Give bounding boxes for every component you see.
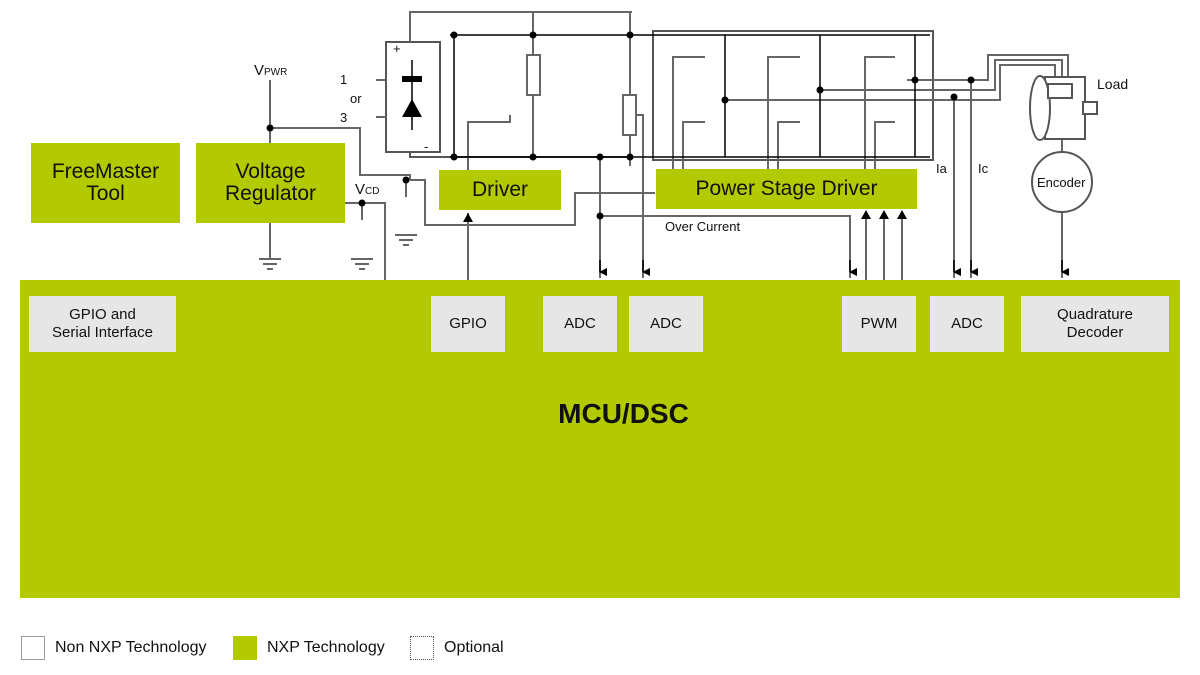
minus-label: -: [424, 139, 429, 154]
vcd-sub: CD: [365, 186, 380, 197]
ia-label: Ia: [936, 161, 947, 176]
vcd-label: VCD: [355, 181, 379, 198]
driver-block: Driver: [439, 170, 561, 210]
plus-label: +: [393, 41, 401, 56]
peripheral-quadrature-decoder: Quadrature Decoder: [1021, 296, 1169, 352]
peripheral-gpio-serial: GPIO and Serial Interface: [29, 296, 176, 352]
peripheral-adc-1: ADC: [543, 296, 617, 352]
input-1-label: 1: [340, 72, 348, 87]
over-current-label: Over Current: [665, 219, 741, 234]
legend-swatch-outline: [21, 636, 45, 660]
legend-swatch-filled: [233, 636, 257, 660]
legend-optional: Optional: [410, 636, 504, 660]
vpwr-label: VPWR: [254, 62, 287, 79]
voltage-regulator-block: Voltage Regulator: [196, 143, 345, 223]
legend-swatch-dotted: [410, 636, 434, 660]
input-3-label: 3: [340, 110, 348, 125]
load-label: Load: [1097, 76, 1129, 92]
peripheral-adc-2: ADC: [629, 296, 703, 352]
legend-label: Optional: [444, 639, 504, 656]
input-or-label: or: [350, 91, 362, 106]
encoder-label: Encoder: [1037, 175, 1086, 190]
mcu-dsc-title: MCU/DSC: [558, 398, 689, 429]
vpwr-sub: PWR: [264, 67, 288, 78]
peripheral-adc-3: ADC: [930, 296, 1004, 352]
peripheral-gpio: GPIO: [431, 296, 505, 352]
power-stage-driver-block: Power Stage Driver: [656, 169, 917, 209]
vpwr-v: V: [254, 62, 265, 79]
legend-label: NXP Technology: [267, 639, 385, 656]
legend-non-nxp: Non NXP Technology: [21, 636, 207, 660]
legend-label: Non NXP Technology: [55, 639, 207, 656]
freemaster-tool-block: FreeMaster Tool: [31, 143, 180, 223]
peripheral-pwm: PWM: [842, 296, 916, 352]
vcd-v: V: [355, 181, 366, 198]
ic-label: Ic: [978, 161, 989, 176]
legend-nxp: NXP Technology: [233, 636, 385, 660]
